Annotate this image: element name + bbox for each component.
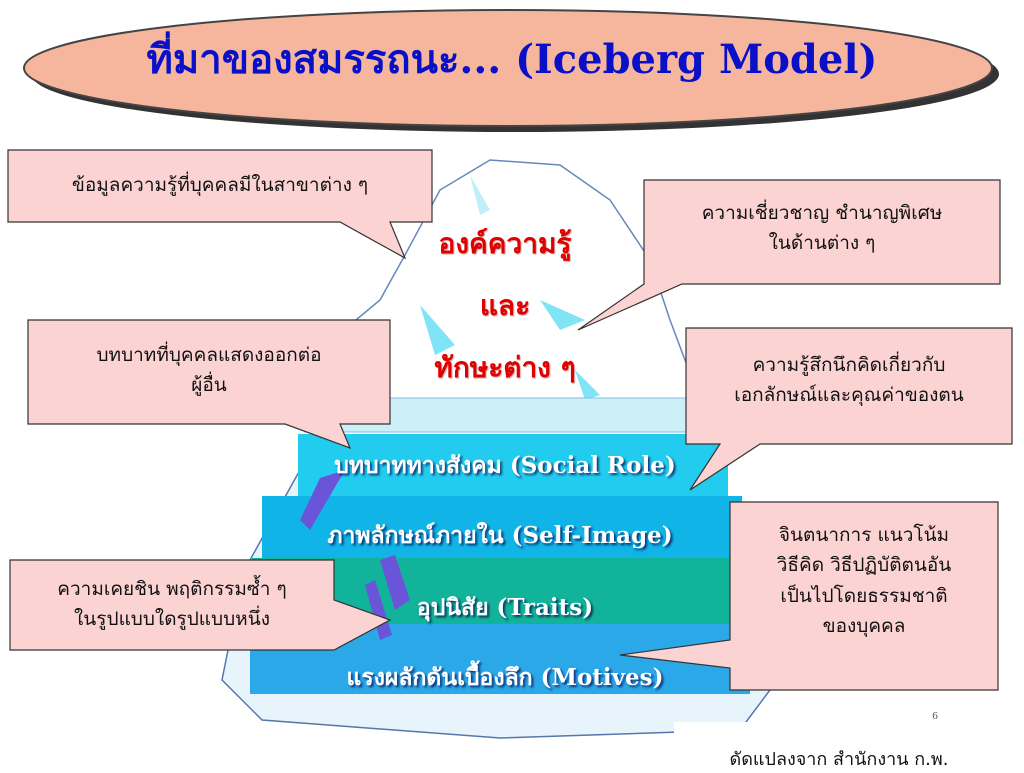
source-credit: ดัดแปลงจาก สำนักงาน ก.พ. bbox=[729, 749, 949, 770]
layer-self-image: ภาพลักษณ์ภายใน (Self-Image) bbox=[327, 522, 673, 549]
source-box bbox=[674, 722, 1004, 768]
layer-motives: แรงผลักดันเบื้องลึก (Motives) bbox=[346, 664, 664, 691]
callout-motives-line: วิธีคิด วิธีปฏิบัติตนอัน bbox=[776, 554, 952, 577]
layer-traits: อุปนิสัย (Traits) bbox=[416, 594, 594, 621]
tip-word-and: และ bbox=[479, 289, 531, 322]
tip-word-skills: ทักษะต่าง ๆ bbox=[434, 351, 576, 384]
tip-word-knowledge: องค์ความรู้ bbox=[438, 227, 572, 260]
title-banner bbox=[23, 9, 999, 132]
callout-skills: ความเชี่ยวชาญ ชำนาญพิเศษ ในด้านต่าง ๆ bbox=[644, 198, 1000, 259]
callout-self-image: ความรู้สึกนึกคิดเกี่ยวกับ เอกลักษณ์และคุ… bbox=[686, 350, 1012, 411]
callout-skills-line: ความเชี่ยวชาญ ชำนาญพิเศษ bbox=[701, 202, 943, 224]
callout-motives-line: เป็นไปโดยธรรมชาติ bbox=[780, 584, 948, 607]
layer-band-social-role bbox=[298, 434, 728, 496]
callout-self-image-line: ความรู้สึกนึกคิดเกี่ยวกับ bbox=[752, 354, 946, 376]
callout-motives-line: ของบุคคล bbox=[822, 615, 906, 638]
callout-skills-line: ในด้านต่าง ๆ bbox=[768, 232, 876, 255]
page-title: ที่มาของสมรรถนะ... (Iceberg Model) bbox=[146, 36, 878, 83]
page-number: 6 bbox=[932, 710, 938, 722]
callout-traits-line: ความเคยชิน พฤติกรรมซ้ำ ๆ bbox=[57, 578, 287, 600]
callout-social-role-line: ผู้อื่น bbox=[191, 374, 227, 397]
layer-social-role: บทบาททางสังคม (Social Role) bbox=[334, 452, 676, 479]
callout-social-role: บทบาทที่บุคคลแสดงออกต่อ ผู้อื่น bbox=[28, 340, 390, 401]
callout-knowledge: ข้อมูลความรู้ที่บุคคลมีในสาขาต่าง ๆ bbox=[71, 174, 369, 196]
callout-self-image-line: เอกลักษณ์และคุณค่าของตน bbox=[734, 384, 964, 407]
callout-motives-line: จินตนาการ แนวโน้ม bbox=[778, 524, 950, 546]
callout-social-role-line: บทบาทที่บุคคลแสดงออกต่อ bbox=[96, 344, 322, 366]
callout-traits: ความเคยชิน พฤติกรรมซ้ำ ๆ ในรูปแบบใดรูปแบ… bbox=[10, 574, 334, 635]
callout-traits-line: ในรูปแบบใดรูปแบบหนึ่ง bbox=[74, 608, 270, 631]
callout-motives: จินตนาการ แนวโน้ม วิธีคิด วิธีปฏิบัติตนอ… bbox=[730, 520, 998, 642]
layer-band-self-image bbox=[262, 496, 742, 558]
